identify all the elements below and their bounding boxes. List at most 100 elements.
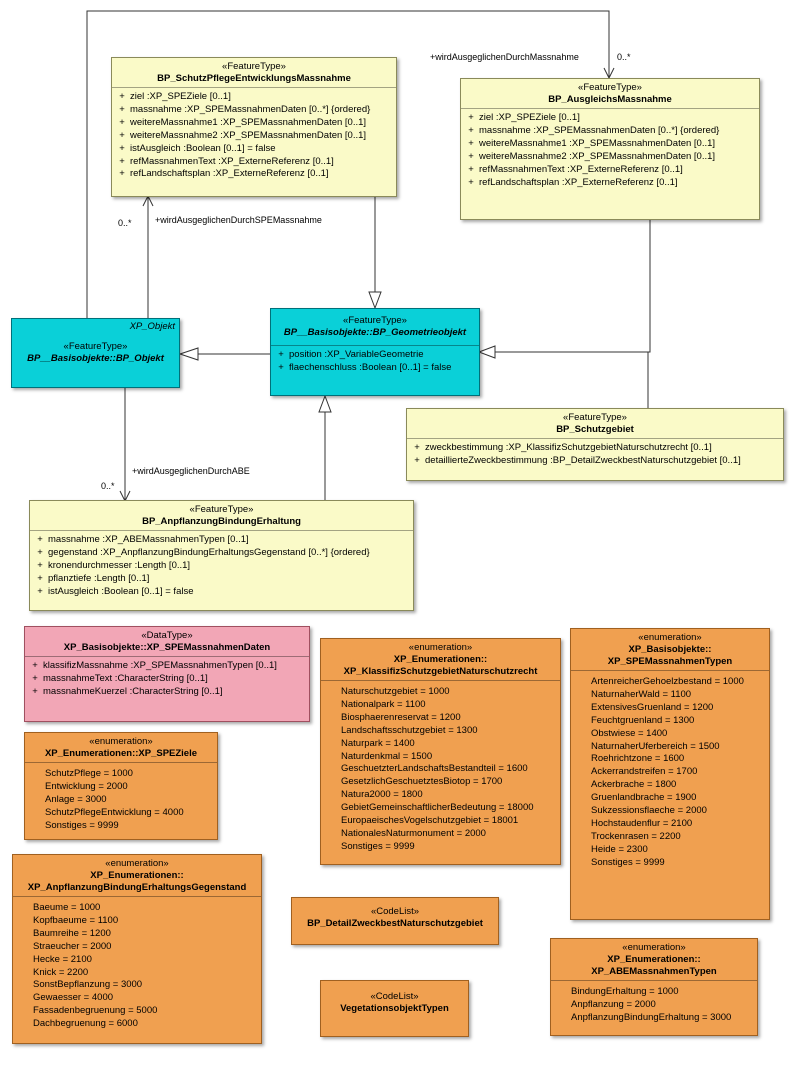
enum-literal: Naturpark = 1400 [341,737,415,749]
enum-literal: GebietGemeinschaftlicherBedeutung = 1800… [341,802,534,814]
enum-literal: SchutzPflegeEntwicklung = 4000 [45,806,184,818]
class-name: BP_AusgleichsMassnahme [548,94,672,105]
class-name: XP_Enumerationen::XP_SPEZiele [44,748,198,759]
enum-literal: Knick = 2200 [33,966,89,978]
class-name: BP_Schutzgebiet [556,424,634,435]
stereotype: «CodeList» [370,906,420,917]
enum-literal: Heide = 2300 [591,843,648,855]
enum-spe-ziele[interactable]: «enumeration» XP_Enumerationen::XP_SPEZi… [24,732,218,840]
attribute-row: +refMassnahmenText :XP_ExterneReferenz [… [119,155,334,167]
attribute-row: +position :XP_VariableGeometrie [278,349,424,360]
attribute-row: +ziel :XP_SPEZiele [0..1] [468,112,580,123]
enum-literal: SchutzPflege = 1000 [45,768,133,779]
enum-literal: ArtenreicherGehoelzbestand = 1000 [591,676,744,687]
attribute-row: +istAusgleich :Boolean [0..1] = false [119,142,276,154]
class-bp-objekt[interactable]: XP_Objekt «FeatureType» BP__Basisobjekte… [11,318,180,388]
generalization-arrowhead-spe [368,291,382,310]
stereotype: «enumeration» [622,942,686,953]
enum-abe-gegenstand[interactable]: «enumeration» XP_Enumerationen:: XP_Anpf… [12,854,262,1044]
attribute-row: +gegenstand :XP_AnpflanzungBindungErhalt… [37,546,370,558]
enum-literal: SonstBepflanzung = 3000 [33,979,143,991]
stereotype: «enumeration» [105,858,169,869]
class-name: BP__Basisobjekte::BP_Objekt [27,353,164,364]
attribute-row: +weitereMassnahme1 :XP_SPEMassnahmenDate… [119,116,367,128]
enum-abe-massnahmentypen[interactable]: «enumeration» XP_Enumerationen:: XP_ABEM… [550,938,758,1036]
attribute-row: +weitereMassnahme2 :XP_SPEMassnahmenDate… [119,129,367,141]
enum-literal: Gruenlandbrache = 1900 [591,792,697,804]
enum-name-line1: XP_Enumerationen:: [90,870,184,881]
attribute-row: +istAusgleich :Boolean [0..1] = false [37,585,194,597]
class-name: BP_DetailZweckbestNaturschutzgebiet [307,918,483,929]
multiplicity-label-top: 0..* [617,52,631,62]
enum-literal: Biosphaerenreservat = 1200 [341,711,461,723]
enum-klassifiz-schutzgebiet[interactable]: «enumeration» XP_Enumerationen:: XP_Klas… [320,638,561,865]
enum-literal: Feuchtgruenland = 1300 [591,714,695,726]
role-label-top: +wirdAusgeglichenDurchMassnahme [430,52,579,62]
stereotype: «enumeration» [408,642,473,653]
class-geometrieobjekt[interactable]: «FeatureType» BP__Basisobjekte::BP_Geome… [270,308,480,396]
codelist-vegetation[interactable]: «CodeList» VegetationsobjektTypen [320,980,469,1037]
stereotype: «enumeration» [638,632,702,643]
attribute-row: +detaillierteZweckbestimmung :BP_DetailZ… [414,454,741,466]
enum-literal: Gewaesser = 4000 [33,992,114,1004]
stereotype: «enumeration» [89,736,153,747]
enum-literal: Dachbegruenung = 6000 [33,1018,138,1030]
role-label-spe: +wirdAusgeglichenDurchSPEMassnahme [155,215,322,225]
enum-literal: Landschaftsschutzgebiet = 1300 [341,724,478,736]
enum-literal: Roehrichtzone = 1600 [591,753,685,765]
generalization-arrowhead-bpobjekt [178,347,199,361]
class-schutzgebiet[interactable]: «FeatureType» BP_Schutzgebiet +zweckbest… [406,408,784,481]
generalization-arrowhead-ausgleich [477,345,496,359]
enum-name-line1: XP_Enumerationen:: [393,654,488,665]
enum-literal: BindungErhaltung = 1000 [571,986,679,997]
attribute-row: +refMassnahmenText :XP_ExterneReferenz [… [468,163,683,175]
multiplicity-label-abe: 0..* [101,481,115,491]
enum-literal: Ackerrandstreifen = 1700 [591,766,698,778]
enum-literal: Sonstiges = 9999 [45,819,119,831]
attribute-row: +weitereMassnahme1 :XP_SPEMassnahmenDate… [468,137,716,149]
attribute-row: +massnahmeText :CharacterString [0..1] [32,672,208,684]
enum-literal: NaturnaherUferbereich = 1500 [591,740,720,752]
enum-literal: Entwicklung = 2000 [45,780,128,792]
enum-literal: Naturschutzgebiet = 1000 [341,686,450,697]
attribute-row: +ziel :XP_SPEZiele [0..1] [119,91,231,102]
enum-literal: Ackerbrache = 1800 [591,779,677,791]
attribute-row: +refLandschaftsplan :XP_ExterneReferenz … [119,168,329,180]
attribute-row: +weitereMassnahme2 :XP_SPEMassnahmenDate… [468,150,716,162]
enum-literal: Anpflanzung = 2000 [571,998,656,1010]
stereotype: «FeatureType» [578,82,642,93]
generalization-ausgleich-line [495,220,651,353]
codelist-detailzweck[interactable]: «CodeList» BP_DetailZweckbestNaturschutz… [291,897,499,945]
stereotype: «FeatureType» [189,504,254,515]
enum-literal: Natura2000 = 1800 [341,789,423,801]
stereotype: «DataType» [141,630,193,641]
enum-literal: ExtensivesGruenland = 1200 [591,701,714,713]
class-ausgleichsmassnahme[interactable]: «FeatureType» BP_AusgleichsMassnahme +zi… [460,78,760,220]
attribute-row: +massnahmeKuerzel :CharacterString [0..1… [32,685,223,697]
enum-literal: Sonstiges = 9999 [591,856,665,868]
class-anpflanzung[interactable]: «FeatureType» BP_AnpflanzungBindungErhal… [29,500,414,611]
enum-literal: GeschuetzterLandschaftsBestandteil = 160… [341,763,528,775]
stereotype: «FeatureType» [63,341,128,352]
enum-literal: Fassadenbegruenung = 5000 [33,1005,158,1017]
datatype-massnahmendaten[interactable]: «DataType» XP_Basisobjekte::XP_SPEMassna… [24,626,310,722]
enum-literal: GesetzlichGeschuetztesBiotop = 1700 [341,776,503,788]
enum-literal: Nationalpark = 1100 [341,698,426,710]
class-schutzpflege[interactable]: «FeatureType» BP_SchutzPflegeEntwicklung… [111,57,397,197]
association-ausgleich-line [86,10,610,318]
enum-literal: Sukzessionsflaeche = 2000 [591,805,707,817]
class-name: BP__Basisobjekte::BP_Geometrieobjekt [283,327,467,338]
attribute-row: +massnahme :XP_SPEMassnahmenDaten [0..*]… [119,103,371,115]
enum-literal: Baeume = 1000 [33,902,101,913]
enum-literal: Straeucher = 2000 [33,940,112,952]
enum-name-line1: XP_Basisobjekte:: [628,644,712,655]
enum-literal: Trockenrasen = 2200 [591,830,681,842]
attribute-row: +massnahme :XP_ABEMassnahmenTypen [0..1] [37,534,249,545]
parent-tag: XP_Objekt [129,321,175,332]
class-name: BP_AnpflanzungBindungErhaltung [142,516,301,527]
enum-name-line1: XP_Enumerationen:: [607,954,701,965]
enum-spe-massnahmentypen[interactable]: «enumeration» XP_Basisobjekte:: XP_SPEMa… [570,628,770,920]
attribute-row: +pflanztiefe :Length [0..1] [37,572,150,584]
